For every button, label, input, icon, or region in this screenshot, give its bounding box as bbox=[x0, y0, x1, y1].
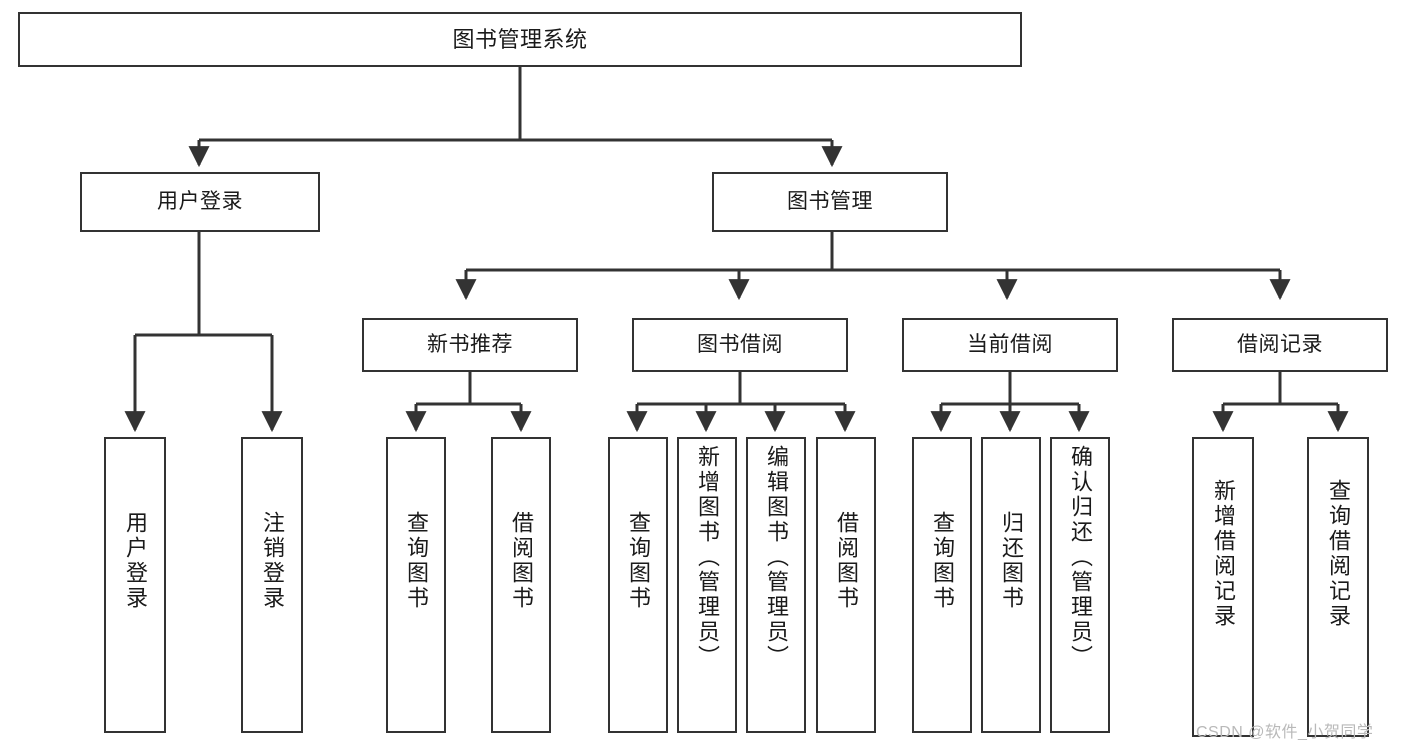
leaf-query-borrowing-record[interactable]: 查询借阅记录 bbox=[1307, 437, 1369, 737]
leaf-query-book-new-recommendation[interactable]: 查询图书 bbox=[386, 437, 446, 733]
node-root-book-management-system[interactable]: 图书管理系统 bbox=[18, 12, 1022, 67]
node-label: 新增借阅记录 bbox=[1211, 479, 1236, 629]
leaf-query-book-borrowing[interactable]: 查询图书 bbox=[608, 437, 668, 733]
node-new-book-recommendation[interactable]: 新书推荐 bbox=[362, 318, 578, 372]
node-label: 注销登录 bbox=[260, 511, 285, 611]
leaf-edit-book-admin[interactable]: 编辑图书（管理员） bbox=[746, 437, 806, 733]
node-label: 新增图书（管理员） bbox=[695, 445, 720, 670]
node-label: 查询图书 bbox=[404, 511, 429, 611]
leaf-logout[interactable]: 注销登录 bbox=[241, 437, 303, 733]
node-label: 确认归还（管理员） bbox=[1068, 445, 1093, 670]
node-label: 当前借阅 bbox=[967, 332, 1053, 356]
leaf-user-login[interactable]: 用户登录 bbox=[104, 437, 166, 733]
csdn-watermark: CSDN @软件_小贺同学 bbox=[1196, 724, 1374, 741]
node-label: 用户登录 bbox=[157, 189, 243, 213]
node-label: 编辑图书（管理员） bbox=[764, 445, 789, 670]
node-label: 图书管理系统 bbox=[452, 26, 588, 52]
node-label: 借阅记录 bbox=[1237, 332, 1323, 356]
leaf-query-book-current[interactable]: 查询图书 bbox=[912, 437, 972, 733]
node-label: 图书管理 bbox=[787, 189, 873, 213]
node-book-borrowing[interactable]: 图书借阅 bbox=[632, 318, 848, 372]
node-label: 查询图书 bbox=[930, 511, 955, 611]
node-label: 查询借阅记录 bbox=[1326, 479, 1351, 629]
node-borrowing-record[interactable]: 借阅记录 bbox=[1172, 318, 1388, 372]
node-current-borrowing[interactable]: 当前借阅 bbox=[902, 318, 1118, 372]
node-label: 新书推荐 bbox=[427, 332, 513, 356]
leaf-borrow-book-borrowing[interactable]: 借阅图书 bbox=[816, 437, 876, 733]
node-book-management[interactable]: 图书管理 bbox=[712, 172, 948, 232]
leaf-add-borrowing-record[interactable]: 新增借阅记录 bbox=[1192, 437, 1254, 737]
leaf-borrow-book-new-recommendation[interactable]: 借阅图书 bbox=[491, 437, 551, 733]
node-label: 图书借阅 bbox=[697, 332, 783, 356]
node-user-login[interactable]: 用户登录 bbox=[80, 172, 320, 232]
leaf-add-book-admin[interactable]: 新增图书（管理员） bbox=[677, 437, 737, 733]
node-label: 用户登录 bbox=[123, 511, 148, 611]
node-label: 归还图书 bbox=[999, 511, 1024, 611]
leaf-return-book[interactable]: 归还图书 bbox=[981, 437, 1041, 733]
node-label: 借阅图书 bbox=[834, 511, 859, 611]
node-label: 查询图书 bbox=[626, 511, 651, 611]
node-label: 借阅图书 bbox=[509, 511, 534, 611]
leaf-confirm-return-admin[interactable]: 确认归还（管理员） bbox=[1050, 437, 1110, 733]
